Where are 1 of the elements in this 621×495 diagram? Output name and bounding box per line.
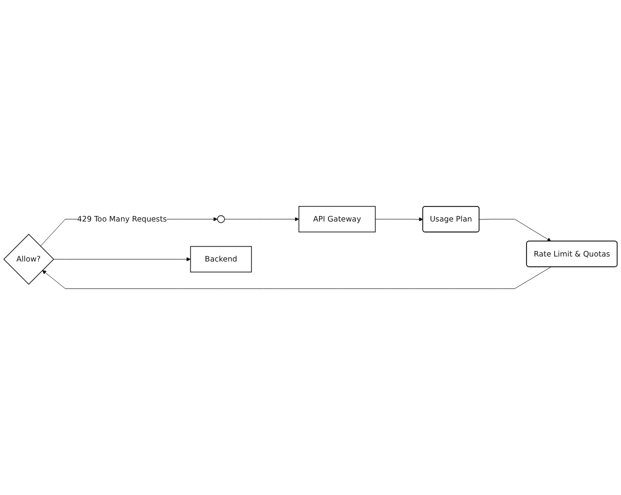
node-person [217, 215, 225, 224]
